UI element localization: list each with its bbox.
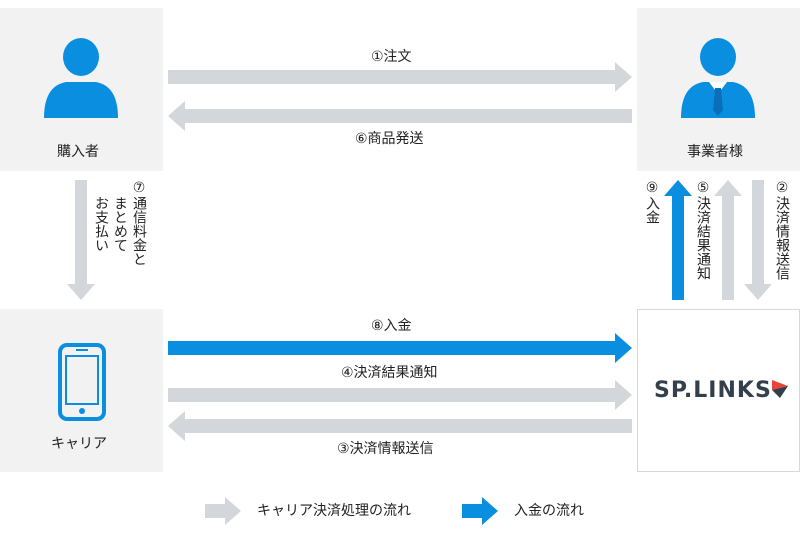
step-order-label: ①注文 bbox=[371, 49, 412, 65]
legend-blue-label: 入金の流れ bbox=[514, 503, 584, 519]
person-icon bbox=[44, 38, 118, 118]
arrow-order bbox=[168, 62, 632, 92]
arrow-shipping bbox=[168, 101, 632, 131]
step-deposit-merchant-label: ⑨入金 bbox=[644, 180, 660, 224]
businessman-icon bbox=[681, 38, 755, 118]
arrow-deposit-merchant bbox=[664, 180, 692, 300]
step-deposit-splinks-label: ⑧入金 bbox=[371, 318, 412, 334]
smartphone-icon bbox=[58, 343, 106, 421]
step-shipping-label: ⑥商品発送 bbox=[355, 131, 424, 147]
splinks-logo: SP.LINKS bbox=[654, 378, 772, 403]
carrier-box bbox=[0, 309, 163, 472]
step-result-merchant-label: ⑤決済結果通知 bbox=[695, 180, 711, 280]
arrow-carrier-pay bbox=[67, 180, 95, 300]
step-carrier-pay-line2: まとめて bbox=[112, 196, 128, 252]
step-info-splinks-label: ②決済情報送信 bbox=[774, 180, 790, 280]
merchant-label: 事業者様 bbox=[687, 144, 743, 160]
carrier-label: キャリア bbox=[51, 436, 107, 452]
arrow-info-carrier bbox=[168, 411, 632, 441]
arrow-info-splinks bbox=[744, 180, 772, 300]
step-carrier-pay-line3: お支払い bbox=[93, 196, 109, 252]
legend-blue-arrow bbox=[462, 497, 498, 525]
step-carrier-pay-line1: ⑦通信料金と bbox=[131, 180, 147, 266]
legend-gray-arrow bbox=[205, 497, 241, 525]
arrow-result-merchant bbox=[714, 180, 742, 300]
step-info-carrier-label: ③決済情報送信 bbox=[337, 441, 434, 457]
buyer-label: 購入者 bbox=[57, 144, 99, 160]
step-result-splinks-label: ④決済結果通知 bbox=[341, 365, 438, 381]
arrow-deposit-splinks bbox=[168, 333, 632, 363]
arrow-result-splinks bbox=[168, 380, 632, 410]
splinks-logo-mark bbox=[772, 380, 788, 398]
legend-gray-label: キャリア決済処理の流れ bbox=[257, 503, 411, 519]
